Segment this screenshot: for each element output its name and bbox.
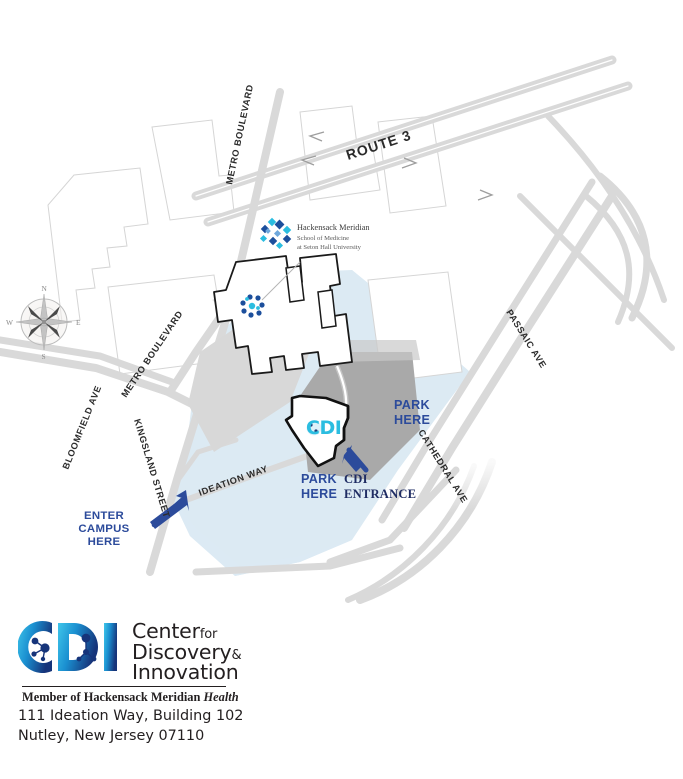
route-3-direction-arrows <box>300 131 494 201</box>
enter-campus-arrow-icon <box>150 490 189 529</box>
cdi-building-marker: CDI <box>306 417 342 439</box>
hmsom-logo-line1: Hackensack Meridian <box>297 223 370 232</box>
hmsom-logo-leader-line <box>261 261 301 301</box>
park-here-left-line2: HERE <box>301 487 337 501</box>
road-bloomfield-ave <box>0 348 212 416</box>
hmsom-logo-mark <box>259 217 292 250</box>
hmsom-building-marker-icon <box>240 294 265 318</box>
park-here-left-label: PARK HERE <box>301 472 337 501</box>
cdi-entrance-line2: ENTRANCE <box>344 487 416 501</box>
cdi-entrance-arrow-icon <box>342 445 369 473</box>
enter-campus-label: ENTER CAMPUS HERE <box>78 510 129 548</box>
compass-east-label: E <box>76 318 81 327</box>
compass-rose: N E S W <box>6 284 81 361</box>
cdi-logo-member-line: Member of Hackensack Meridian Health <box>22 689 239 704</box>
compass-north-label: N <box>42 284 48 293</box>
enter-campus-line2: CAMPUS <box>78 523 129 535</box>
address-line-1: 111 Ideation Way, Building 102 <box>18 708 244 724</box>
hmsom-logo: Hackensack Meridian School of Medicine a… <box>259 217 370 251</box>
compass-south-label: S <box>42 352 46 361</box>
hmsom-building <box>213 253 353 375</box>
address-line-2: Nutley, New Jersey 07110 <box>18 728 205 745</box>
cdi-building-label: CDI <box>306 417 341 439</box>
enter-campus-line3: HERE <box>88 536 121 548</box>
road-bottom-ramp <box>192 458 496 604</box>
enter-campus-line1: ENTER <box>84 510 124 522</box>
parking-lot-east-light <box>330 340 420 362</box>
cdi-entrance-line1: CDI <box>344 472 368 486</box>
campus-map: Hackensack Meridian School of Medicine a… <box>0 55 675 604</box>
compass-west-label: W <box>6 318 13 327</box>
cdi-logo-word-innovation: Innovation <box>132 660 239 684</box>
cdi-entrance-label: CDI ENTRANCE <box>344 472 416 501</box>
cdi-logo-divider <box>22 685 226 687</box>
cdi-logo-wordmark: Centerfor Discovery& Innovation <box>132 618 242 684</box>
cdi-logo-mark <box>18 621 117 673</box>
cdi-logo-word-center: Centerfor <box>132 619 218 643</box>
hmsom-logo-line3: at Seton Hall University <box>297 244 362 251</box>
park-here-right-line2: HERE <box>394 413 430 427</box>
hmsom-logo-line2: School of Medicine <box>297 235 349 242</box>
address-block: 111 Ideation Way, Building 102 Nutley, N… <box>18 706 243 747</box>
footer: Centerfor Discovery& Innovation Member o… <box>0 610 683 779</box>
cdi-logo-block: Centerfor Discovery& Innovation Member o… <box>18 618 318 705</box>
cdi-logo-word-discovery: Discovery& <box>132 639 242 664</box>
park-here-left-line1: PARK <box>301 472 337 486</box>
road-cathedral-ave <box>378 178 596 524</box>
park-here-right-label: PARK HERE <box>394 398 430 427</box>
map-canvas: Hackensack Meridian School of Medicine a… <box>0 55 675 604</box>
park-here-right-line1: PARK <box>394 398 430 412</box>
road-passaic-ave <box>400 192 616 532</box>
